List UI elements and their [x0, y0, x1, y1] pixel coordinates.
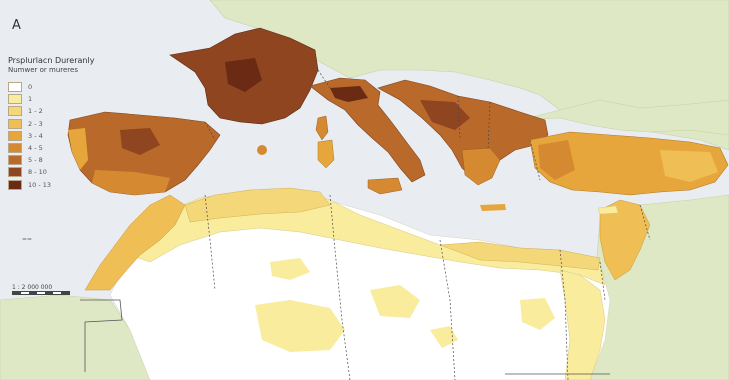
legend-item: 1 - 2 — [8, 105, 78, 117]
region-iberia-south — [92, 170, 170, 195]
region-greece — [461, 147, 501, 186]
region-sardinia — [317, 139, 335, 169]
legend-item: 1 — [8, 93, 78, 105]
legend-swatch — [8, 143, 22, 154]
legend-label: 2 - 3 — [28, 119, 43, 128]
map-frame-lines — [80, 299, 610, 375]
region-nile — [559, 269, 606, 380]
legend-label: 1 — [28, 95, 33, 104]
legend-swatch — [8, 179, 22, 190]
region-corsica — [315, 115, 329, 141]
legend-item: 5 - 8 — [8, 154, 78, 166]
region-cyprus — [597, 205, 619, 215]
region-france-core — [225, 58, 262, 92]
region-turkey-west — [538, 140, 575, 180]
legend-swatch — [8, 167, 22, 178]
region-iberia-dark — [120, 128, 160, 155]
region-sicily — [367, 177, 403, 195]
legend-item: 3 - 4 — [8, 130, 78, 142]
legend-title: Prsplurlacn Dureranly — [8, 56, 95, 65]
region-sahara-patch-2 — [370, 285, 420, 318]
region-turkey — [529, 131, 729, 196]
region-turkey-east — [660, 150, 718, 182]
legend-rows: 0 1 1 - 2 2 - 3 3 - 4 4 - 5 5 - 8 8 - 10 10 - 13 — [8, 81, 78, 191]
legend-swatch — [8, 155, 22, 166]
region-crete — [480, 204, 506, 211]
legend-swatch — [8, 118, 22, 129]
legend-label: 4 - 5 — [28, 144, 43, 153]
region-levant — [599, 199, 651, 281]
region-balkans-dark — [420, 100, 470, 130]
legend-label: 1 - 2 — [28, 107, 43, 116]
legend-swatch — [8, 94, 22, 105]
region-algeria-coast — [184, 187, 331, 223]
region-sahara-patch-5 — [430, 326, 458, 348]
region-sahara-patch-3 — [520, 298, 555, 330]
region-italy-north — [330, 86, 368, 102]
legend-item: 4 - 5 — [8, 142, 78, 154]
legend-subtitle: Numwer or mureres — [8, 66, 78, 74]
legend-label: 5 - 8 — [28, 156, 43, 165]
legend-label: 8 - 10 — [28, 168, 47, 177]
region-egypt-coast — [439, 241, 601, 271]
legend-label: 3 - 4 — [28, 131, 43, 140]
legend-label: 0 — [28, 83, 33, 92]
land-black-sea-rim — [519, 99, 729, 136]
legend-swatch — [8, 82, 22, 93]
legend-item: 8 - 10 — [8, 166, 78, 178]
region-iberia-west — [68, 128, 88, 170]
country-borders — [204, 69, 651, 380]
legend-item: 2 - 3 — [8, 118, 78, 130]
scale-line — [12, 291, 70, 295]
region-italy — [309, 77, 426, 183]
legend-swatch — [8, 130, 22, 141]
scale-label: 1 : 2 000 000 — [12, 284, 53, 291]
legend-item: 0 — [8, 81, 78, 93]
region-sahara-patch-1 — [255, 300, 345, 352]
north-arrow-icon: A — [12, 18, 21, 33]
legend-label: 10 - 13 — [28, 180, 52, 189]
scale-bar: 1 : 2 000 000 — [12, 284, 72, 295]
region-sahara-patch-4 — [270, 258, 310, 280]
legend-note: == — [22, 236, 33, 243]
legend-swatch — [8, 106, 22, 117]
region-balearics — [257, 145, 267, 155]
map-legend: Prsplurlacn Dureranly Numwer or mureres … — [8, 56, 95, 191]
legend-item: 10 - 13 — [8, 179, 78, 191]
